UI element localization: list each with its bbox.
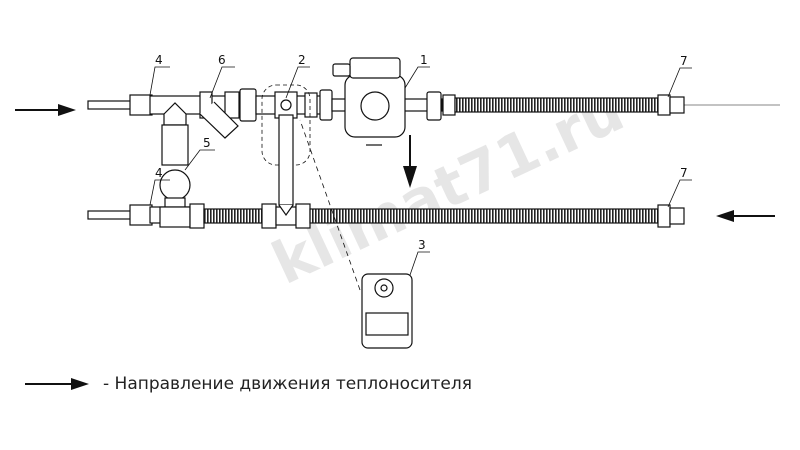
ball-valve-handle-bottom [87,210,134,220]
legend: - Направление движения теплоносителя [25,374,472,394]
callout-6: 6 [218,53,226,67]
bottom-line [87,203,685,229]
legend-text: - Направление движения теплоносителя [103,374,472,394]
corrugated-hose-top [454,97,661,113]
callout-1: 1 [420,53,428,67]
filter [199,101,239,139]
flow-arrow-down [403,135,417,188]
arrow-right-icon [25,378,89,390]
callout-7-bottom: 7 [680,166,688,180]
ball-valve-handle-top [87,100,134,110]
check-valve [161,124,189,166]
callout-5: 5 [203,136,211,150]
pump-rotor [360,91,390,121]
ball-valve-bottom [129,204,153,226]
corrugated-hose-bottom [309,208,661,224]
top-line [87,57,780,166]
balancing-valve [159,169,191,201]
callout-4-bottom: 4 [155,166,163,180]
actuator [299,119,413,349]
bypass [159,102,294,209]
callout-3: 3 [418,238,426,252]
callout-7-top: 7 [680,54,688,68]
bypass-pipe [278,114,294,206]
callout-2: 2 [298,53,306,67]
pump-terminal-box [349,57,401,79]
ball-valve-top [129,94,153,116]
callout-4-top: 4 [155,53,163,67]
flow-arrow-return [716,210,775,222]
flow-arrow-inlet [15,104,76,116]
